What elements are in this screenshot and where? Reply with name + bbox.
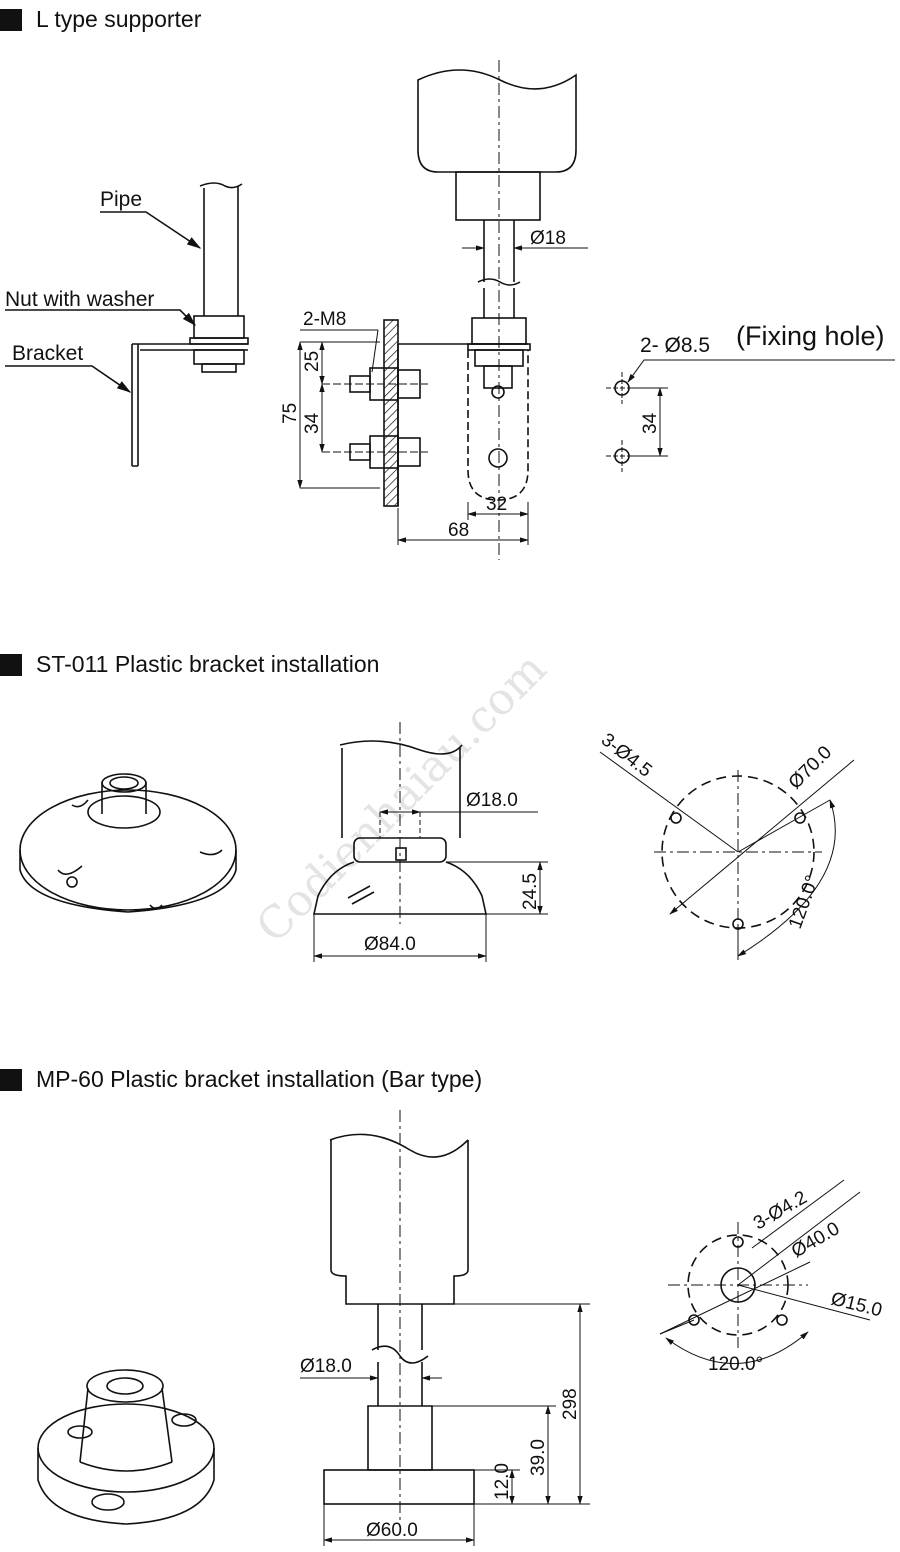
dim-mp60-base-height: 39.0 <box>528 1439 549 1476</box>
mp60-front-view <box>323 1110 475 1520</box>
label-nut-with-washer: Nut with washer <box>5 288 154 311</box>
dim-st011-angle: 120.0° <box>785 873 824 932</box>
label-pipe: Pipe <box>100 188 142 211</box>
dim-bolt-spec: 2-M8 <box>303 309 346 330</box>
section-heading-mp60: MP-60 Plastic bracket installation (Bar … <box>0 1066 482 1093</box>
mp60-dimensions <box>300 1303 590 1546</box>
mp60-iso-sketch <box>37 1369 215 1525</box>
bullet-square-icon <box>0 653 22 676</box>
dim-st011-pipe-dia: Ø18.0 <box>466 790 518 811</box>
mp60-top-view <box>659 1179 871 1365</box>
st011-iso-sketch <box>19 773 237 913</box>
bullet-square-icon <box>0 8 22 31</box>
dim-25: 25 <box>302 351 323 372</box>
st011-front-view <box>313 722 487 924</box>
bullet-square-icon <box>0 1068 22 1091</box>
dim-34-left: 34 <box>302 412 323 434</box>
dim-mp60-angle: 120.0° <box>708 1354 763 1375</box>
section-title-mp60: MP-60 Plastic bracket installation (Bar … <box>36 1066 483 1092</box>
dim-mp60-flange-height: 12.0 <box>492 1463 513 1500</box>
l-type-dimensions <box>297 245 895 545</box>
dim-mp60-base-dia: Ø60.0 <box>366 1520 418 1541</box>
dim-st011-pcd: Ø70.0 <box>785 742 836 793</box>
dim-mp60-pcd: Ø40.0 <box>788 1218 843 1262</box>
dim-st011-base-dia: Ø84.0 <box>364 934 416 955</box>
l-type-leaders <box>5 211 202 393</box>
dim-fixing-hole: 2- Ø8.5 <box>640 334 710 357</box>
st011-dimensions <box>313 809 548 962</box>
section-title-l-type: L type supporter <box>36 6 202 32</box>
dim-68: 68 <box>448 520 469 541</box>
l-type-pipe-sketch <box>131 182 249 467</box>
dim-pipe-dia-l: Ø18 <box>530 228 566 249</box>
section-heading-l-type: L type supporter <box>0 6 201 33</box>
label-bracket: Bracket <box>12 342 83 365</box>
st011-top-view <box>599 751 855 960</box>
dim-32: 32 <box>486 494 507 515</box>
section-heading-st011: ST-011 Plastic bracket installation <box>0 651 379 678</box>
l-type-front-view <box>322 60 577 560</box>
dim-75: 75 <box>280 403 301 424</box>
dim-st011-height: 24.5 <box>520 873 541 910</box>
dim-mp60-total-height: 298 <box>560 1388 581 1420</box>
dim-34-right: 34 <box>640 412 661 434</box>
section-title-st011: ST-011 Plastic bracket installation <box>36 651 380 677</box>
dim-fixing-hole-note: (Fixing hole) <box>736 321 885 351</box>
dim-mp60-pipe-dia: Ø18.0 <box>300 1356 352 1377</box>
